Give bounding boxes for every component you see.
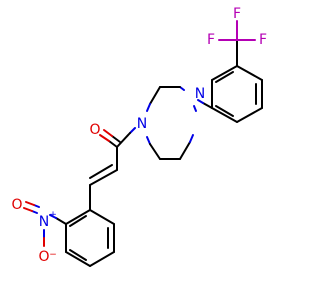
bond (99, 134, 110, 142)
acryloyl-linker: O (89, 122, 136, 211)
bond (116, 132, 131, 148)
bond (179, 141, 191, 160)
f-right-atom: F (259, 32, 267, 48)
bond (146, 136, 151, 145)
bond (65, 209, 91, 225)
bond (65, 251, 91, 267)
nitro-o-charge: − (49, 250, 57, 260)
bond (197, 99, 204, 104)
bond (89, 251, 115, 267)
nitro-group: N + O O − (11, 197, 67, 265)
bond (55, 217, 67, 225)
bond (202, 102, 213, 109)
nitro-n-charge: + (49, 210, 57, 220)
piperazine-ring: N N (137, 86, 213, 160)
bond (108, 140, 118, 148)
trifluoromethyl-group: F F F (207, 6, 267, 67)
trifluoromethylphenyl-ring (211, 65, 263, 123)
bond (129, 127, 136, 134)
piperazine-n4-atom: N (195, 86, 205, 102)
nitrophenyl-ring (65, 209, 115, 267)
nitro-o-double-atom: O (11, 197, 22, 213)
nitro-o-single-atom: O (38, 249, 49, 265)
bond (236, 107, 263, 123)
f-left-atom: F (207, 32, 215, 48)
bond (25, 201, 35, 206)
carbonyl-o-atom: O (89, 122, 100, 138)
bond (215, 105, 234, 117)
f-top-atom: F (233, 6, 241, 22)
bond (89, 209, 115, 225)
bond (149, 86, 161, 105)
bond (111, 135, 121, 143)
molecule-structure: F F F N N O (11, 6, 267, 267)
bond (211, 65, 238, 81)
bond (89, 169, 118, 186)
bond (236, 65, 263, 81)
bond (103, 129, 113, 137)
piperazine-n1-atom: N (137, 116, 147, 132)
bond (193, 105, 197, 112)
bond (89, 164, 113, 179)
bond (211, 107, 238, 123)
bond (69, 249, 87, 261)
bond (146, 103, 151, 112)
bond (149, 143, 161, 160)
bond (215, 71, 234, 83)
bond (189, 134, 194, 143)
bond (49, 214, 57, 219)
bond (69, 215, 87, 227)
bond (23, 207, 33, 212)
nitro-n-atom: N (39, 214, 49, 230)
